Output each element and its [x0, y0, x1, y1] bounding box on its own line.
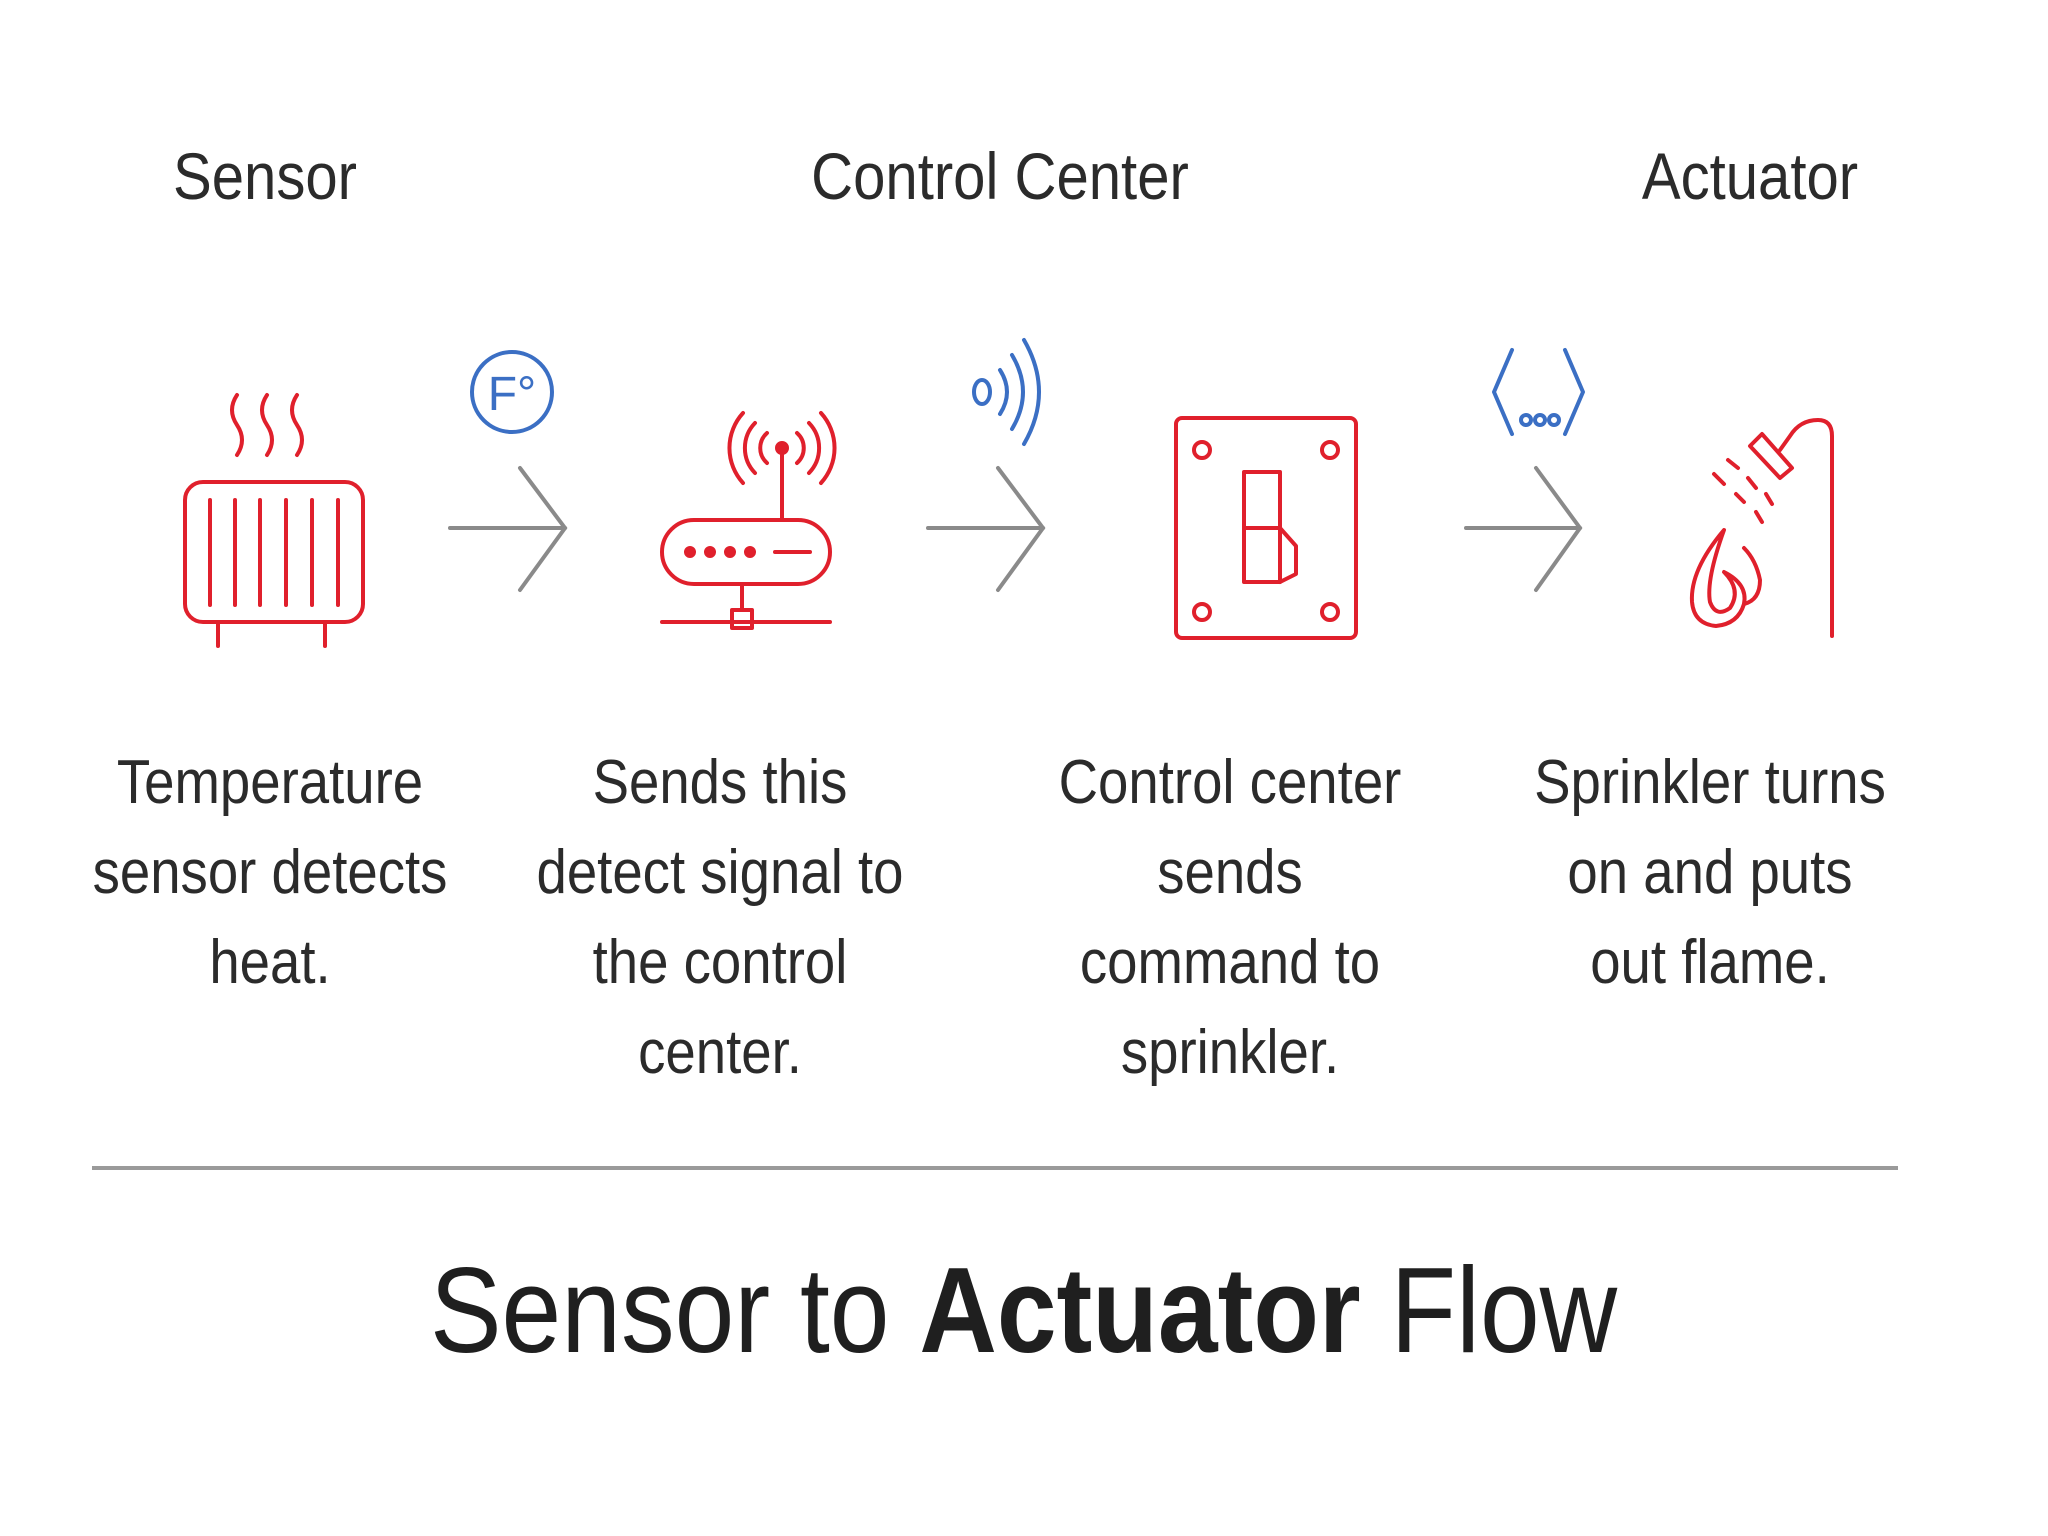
step-caption-sprinkler: Sprinkler turns on and puts out flame.	[1534, 748, 1886, 997]
fahrenheit-icon: F°	[470, 350, 554, 434]
sprinkler-icon	[1689, 418, 1834, 638]
arrow-right-icon	[448, 466, 568, 592]
arrow-right-icon	[926, 466, 1046, 592]
heading-actuator: Actuator	[1641, 139, 1859, 213]
fahrenheit-glyph: F°	[488, 368, 537, 421]
footer-title-prefix: Sensor to	[430, 1242, 920, 1378]
code-brackets-icon	[1492, 348, 1585, 436]
wireless-signal-icon	[972, 338, 1041, 446]
heading-sensor: Sensor	[172, 139, 358, 213]
heading-control-center: Control Center	[811, 139, 1189, 213]
footer-title-suffix: Flow	[1361, 1242, 1618, 1378]
step-caption-command: Control center sends command to sprinkle…	[1058, 748, 1402, 1087]
footer-title: Sensor to Actuator Flow	[0, 1240, 2048, 1380]
router-icon	[660, 411, 837, 630]
step-caption-signal: Sends this detect signal to the control …	[536, 748, 904, 1087]
arrow-right-icon	[1464, 466, 1583, 592]
heater-icon	[183, 393, 365, 648]
step-caption-sensor: Temperature sensor detects heat.	[92, 748, 448, 997]
switch-icon	[1174, 416, 1358, 640]
divider	[92, 1166, 1898, 1170]
footer-title-bold: Actuator	[919, 1242, 1362, 1378]
